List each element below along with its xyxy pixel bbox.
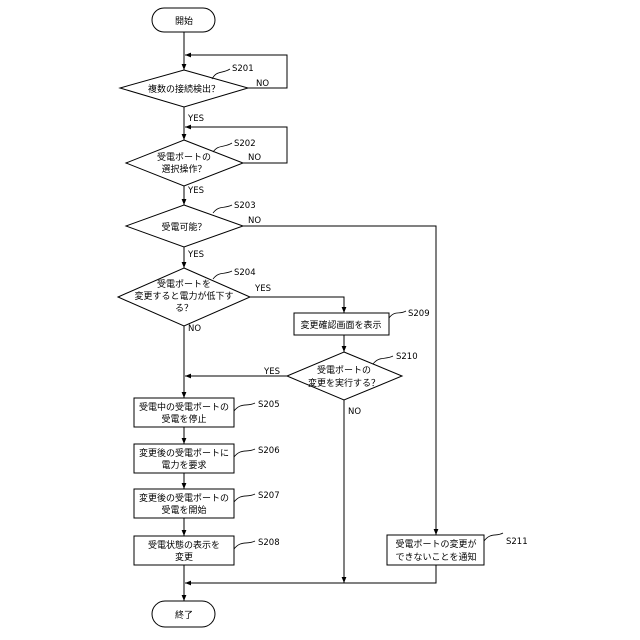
s204-yes-line [250, 297, 344, 313]
connector-s211-merge [185, 565, 436, 583]
s210-no-label: NO [348, 407, 361, 417]
s204-leader [213, 271, 232, 279]
s204-no-label: NO [188, 324, 201, 334]
s210-step-label: S210 [396, 352, 418, 362]
s205-leader [234, 403, 255, 411]
s202-decision [126, 140, 243, 186]
s209-text: 変更確認画面を表示 [300, 319, 381, 331]
s202-no-label: NO [248, 153, 261, 163]
s208-text-line2: 変更 [175, 551, 193, 563]
s202-text-line2: 選択操作？ [161, 163, 206, 175]
s204-text-line2: 変更すると電力が低下す [134, 290, 233, 302]
s206-text-line2: 電力を要求 [161, 459, 206, 471]
s201-step-label: S201 [232, 64, 254, 74]
s209-leader [389, 311, 406, 318]
s204-yes-label: YES [254, 284, 271, 294]
s201-no-label: NO [256, 79, 269, 89]
s203-text: 受電可能？ [161, 221, 206, 233]
s204-text-line3: る？ [175, 303, 193, 314]
s210-text-line2: 変更を実行する？ [308, 377, 380, 389]
s209-step-label: S209 [408, 309, 430, 319]
s210-decision [287, 352, 402, 400]
s203-yes-label: YES [187, 250, 204, 260]
s206-leader [234, 449, 255, 457]
start-text: 開始 [175, 15, 193, 27]
s206-step-label: S206 [258, 446, 280, 456]
s204-text-line1: 受電ポートを [157, 278, 211, 290]
s208-step-label: S208 [258, 538, 280, 548]
s201-text: 複数の接続検出？ [148, 83, 220, 95]
s203-step-label: S203 [234, 201, 256, 211]
s205-step-label: S205 [258, 400, 280, 410]
s202-text-line1: 受電ポートの [157, 151, 211, 163]
s210-yes-label: YES [263, 367, 280, 377]
s202-leader [213, 143, 232, 152]
s203-no-label: NO [248, 216, 261, 226]
s207-text-line2: 受電を開始 [161, 504, 206, 516]
s203-leader [213, 205, 232, 213]
s204-step-label: S204 [234, 268, 256, 278]
s211-text-line2: できないことを通知 [395, 551, 476, 563]
s208-text-line1: 受電状態の表示を [148, 539, 220, 551]
s207-leader [234, 494, 255, 502]
s208-leader [234, 541, 255, 549]
end-text: 終了 [175, 609, 193, 621]
s206-text-line1: 変更後の受電ポートに [139, 447, 229, 459]
s201-leader [212, 69, 230, 79]
s211-text-line1: 受電ポートの変更が [395, 538, 476, 550]
s201-yes-label: YES [187, 114, 204, 124]
s205-text-line2: 受電を停止 [161, 413, 206, 425]
s210-leader [373, 356, 393, 364]
s207-text-line1: 変更後の受電ポートの [139, 492, 229, 504]
s211-step-label: S211 [506, 537, 528, 547]
s205-text-line1: 受電中の受電ポートの [139, 401, 229, 413]
s202-yes-label: YES [187, 186, 204, 196]
s202-step-label: S202 [234, 139, 256, 149]
s207-step-label: S207 [258, 491, 280, 501]
s211-leader [484, 533, 503, 541]
s210-text-line1: 受電ポートの [317, 364, 371, 376]
